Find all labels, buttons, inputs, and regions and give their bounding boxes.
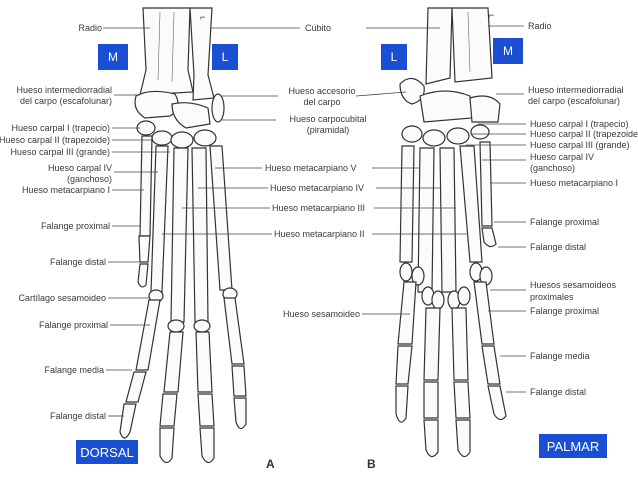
- panel-letter-b: B: [367, 457, 376, 471]
- leader-lines: [103, 25, 526, 417]
- label-falange-distal-left-2: Falange distal: [49, 411, 106, 421]
- palmar-view-label: PALMAR: [539, 434, 607, 458]
- label-cartilago-sesamoideo: Cartílago sesamoideo: [18, 293, 106, 303]
- label-falange-proximal-right-1: Falange proximal: [530, 217, 600, 227]
- label-intermediorradial-right-2: del carpo (escafolunar): [528, 96, 621, 106]
- lateral-marker-palmar: L: [381, 44, 407, 70]
- label-falange-proximal-left-2: Falange proximal: [38, 320, 108, 330]
- label-carpal3-right: Hueso carpal III (grande): [530, 140, 630, 150]
- dorsal-view-label: DORSAL: [76, 440, 138, 464]
- label-carpal2-left: Hueso carpal II (trapezoide): [0, 135, 110, 145]
- label-carpal4-right-1: Hueso carpal IV: [530, 152, 595, 162]
- label-carpal1-right: Hueso carpal I (trapecio): [530, 119, 629, 129]
- dorsal-view-bones: [119, 7, 247, 464]
- label-carpocubital-1: Hueso carpocubital: [289, 114, 367, 124]
- label-carpocubital-2: (piramidal): [306, 125, 350, 135]
- label-metacarpiano1-left: Hueso metacarpiano I: [21, 185, 110, 195]
- label-sesamoideos-proximales-1: Huesos sesamoideos: [530, 280, 617, 290]
- label-intermediorradial-left-2: del carpo (escafolunar): [19, 96, 112, 106]
- label-accesorio-2: del carpo: [303, 97, 341, 107]
- label-metacarpiano-ii: Hueso metacarpiano II: [274, 229, 365, 239]
- medial-marker-palmar: M: [493, 38, 523, 64]
- label-falange-distal-left-1: Falange distal: [49, 257, 106, 267]
- ulna-symbol-palmar: ⌐: [489, 10, 495, 20]
- label-cubito: Cúbito: [305, 23, 332, 33]
- label-falange-proximal-right-2: Falange proximal: [530, 306, 600, 316]
- palmar-view-bones: [395, 7, 507, 458]
- label-radio-left: Radio: [78, 23, 102, 33]
- ulna-symbol-dorsal: ⌐: [200, 12, 206, 22]
- label-falange-distal-right-1: Falange distal: [530, 242, 587, 252]
- label-metacarpiano-v: Hueso metacarpiano V: [265, 163, 357, 173]
- label-accesorio-1: Hueso accesorio: [288, 86, 356, 96]
- label-intermediorradial-right-1: Hueso intermediorradial: [528, 85, 624, 95]
- label-metacarpiano-iv: Hueso metacarpiano IV: [270, 183, 365, 193]
- label-carpal4-left-2: (ganchoso): [66, 174, 112, 184]
- label-carpal4-right-2: (ganchoso): [530, 163, 576, 173]
- label-falange-distal-right-2: Falange distal: [530, 387, 587, 397]
- label-carpal2-right: Hueso carpal II (trapezoide): [530, 129, 638, 139]
- label-carpal3-left: Hueso carpal III (grande): [10, 147, 110, 157]
- panel-letter-a: A: [266, 457, 275, 471]
- label-intermediorradial-left-1: Hueso intermediorradial: [16, 85, 112, 95]
- lateral-marker-dorsal: L: [212, 44, 238, 70]
- label-metacarpiano-iii: Hueso metacarpiano III: [272, 203, 366, 213]
- label-falange-proximal-left-1: Falange proximal: [40, 221, 110, 231]
- label-radio-right: Radio: [528, 21, 552, 31]
- label-carpal4-left-1: Hueso carpal IV: [47, 163, 112, 173]
- label-sesamoideos-proximales-2: proximales: [530, 292, 574, 302]
- medial-marker-dorsal: M: [98, 44, 128, 70]
- label-carpal1-left: Hueso carpal I (trapecio): [11, 123, 110, 133]
- label-metacarpiano1-right: Hueso metacarpiano I: [530, 178, 619, 188]
- label-falange-media-left: Falange media: [44, 365, 104, 375]
- label-falange-media-right: Falange media: [530, 351, 590, 361]
- label-hueso-sesamoideo: Hueso sesamoideo: [283, 309, 361, 319]
